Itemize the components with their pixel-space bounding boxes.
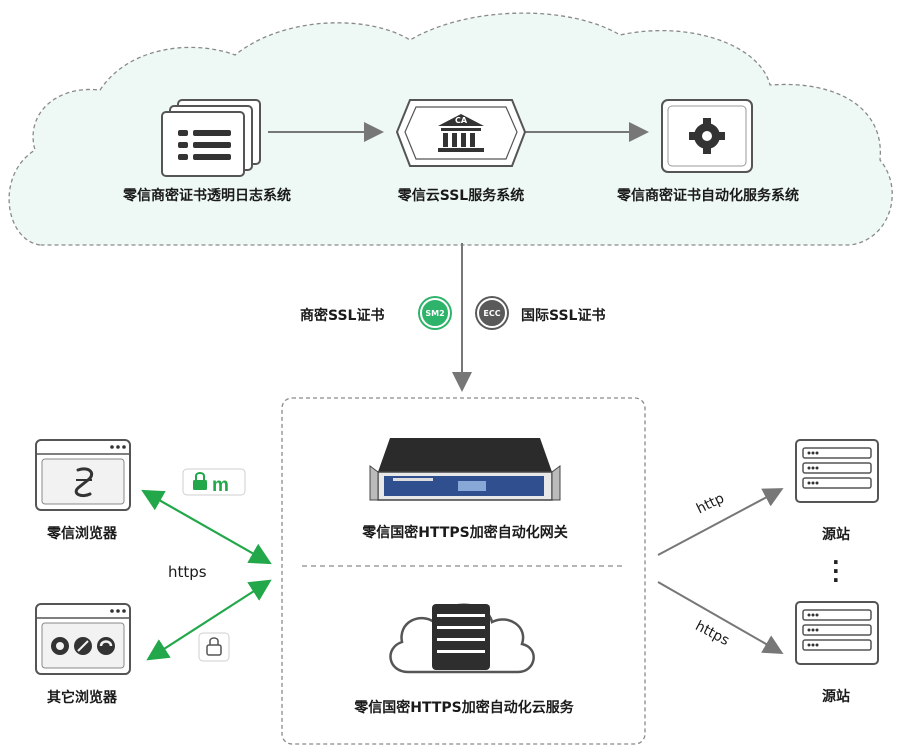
ca-bank-icon [395, 99, 527, 167]
zerotrust-browser-label: 零信浏览器 [47, 526, 117, 542]
intl-cert-label: 国际SSL证书 [521, 308, 606, 324]
cloud-service-icon [389, 603, 535, 674]
arrow-https-bottom [146, 579, 272, 661]
ellipsis-vertical-icon: ··· [832, 550, 840, 592]
ecc-badge-icon: ECC [477, 298, 507, 328]
zerotrust-browser-icon [35, 439, 131, 511]
origin-server-icon-bottom [795, 601, 879, 665]
ca-badge-text: CA [454, 116, 468, 125]
cloud-node-label-log: 零信商密证书透明日志系统 [123, 188, 291, 204]
client-protocol-label: https [168, 563, 207, 581]
arrow-http-origin [657, 488, 784, 556]
document-list-icon [161, 99, 261, 177]
svg-text:m: m [212, 475, 229, 496]
cloud-node-label-automation: 零信商密证书自动化服务系统 [617, 188, 799, 204]
origin-label-top: 源站 [822, 527, 850, 543]
arrow-https-top [141, 489, 272, 565]
sm-cert-label: 商密SSL证书 [300, 308, 385, 324]
gear-icon [661, 99, 753, 173]
plain-lock-chip [198, 632, 230, 662]
other-browser-label: 其它浏览器 [47, 690, 117, 706]
secure-lock-chip: m [182, 468, 246, 496]
other-browser-icon [35, 603, 131, 675]
gateway-appliance-label: 零信国密HTTPS加密自动化网关 [362, 525, 568, 541]
origin-label-bottom: 源站 [822, 689, 850, 705]
gateway-cloud-label: 零信国密HTTPS加密自动化云服务 [354, 700, 574, 716]
gateway-appliance-icon [369, 438, 561, 501]
cloud-node-label-ca: 零信云SSL服务系统 [397, 188, 525, 204]
sm2-badge-icon: SM2 [420, 298, 450, 328]
arrow-https-origin [657, 581, 784, 654]
origin-server-icon-top [795, 439, 879, 503]
